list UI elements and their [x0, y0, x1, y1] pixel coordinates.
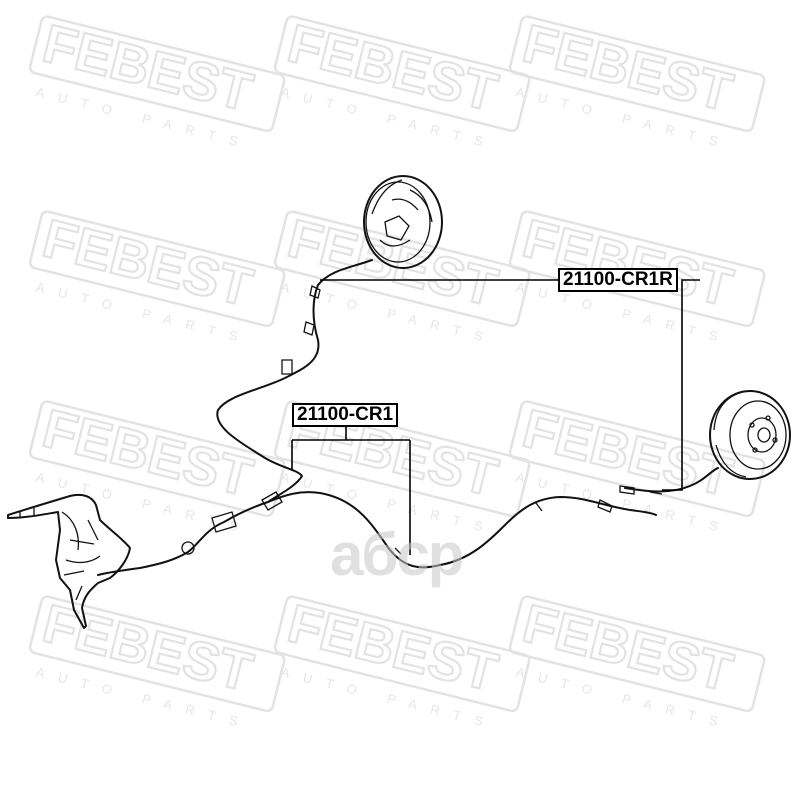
left-brake-drum: [363, 175, 443, 269]
part-label-21100-cr1r: 21100-CR1R: [558, 268, 678, 292]
handbrake-lever: [7, 493, 131, 629]
part-label-21100-cr1: 21100-CR1: [292, 403, 399, 427]
center-brand-logo: aбcp: [330, 521, 464, 588]
cable-right-end: [624, 467, 719, 493]
right-brake-drum: [709, 390, 791, 480]
cable-main: [267, 491, 657, 569]
leader-lines: [291, 279, 700, 555]
cable-right: [216, 259, 373, 503]
cable-front: [97, 501, 269, 576]
